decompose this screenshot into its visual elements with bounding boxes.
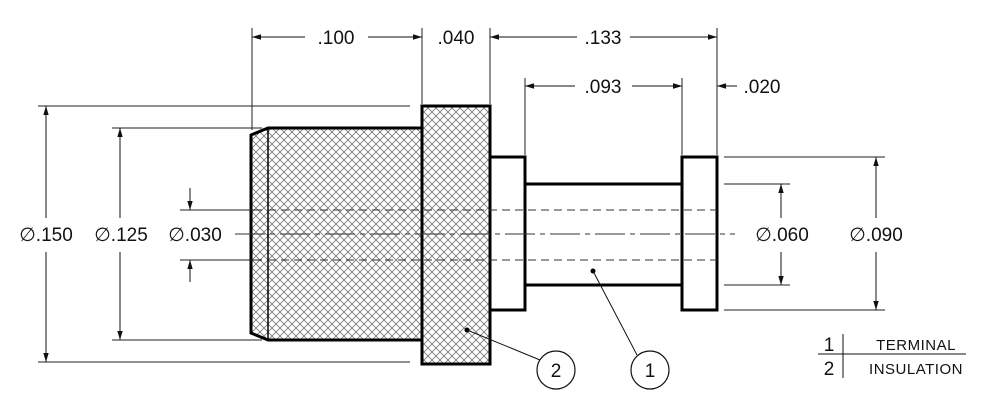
balloon-1-number: 1 — [645, 361, 656, 382]
balloon-2: 2 — [464, 327, 576, 390]
parts-row-1-name: TERMINAL — [876, 337, 956, 354]
dimension-lines — [43, 34, 879, 362]
dim-133-label: .133 — [585, 28, 622, 49]
dia-030-label: ∅.030 — [168, 225, 222, 246]
dim-040-label: .040 — [438, 28, 475, 49]
part-insulation — [249, 104, 492, 366]
extension-lines — [38, 28, 885, 363]
dia-125-label: ∅.125 — [94, 225, 148, 246]
parts-row-1-num: 1 — [824, 335, 835, 356]
balloon-2-number: 2 — [551, 361, 562, 382]
insulation-flange — [420, 104, 492, 366]
dim-020-label: .020 — [744, 77, 781, 98]
dim-093-label: .093 — [585, 77, 622, 98]
parts-table: 1 TERMINAL 2 INSULATION — [818, 334, 966, 380]
hidden-lines — [268, 209, 717, 261]
dia-150-label: ∅.150 — [19, 225, 73, 246]
dia-090-label: ∅.090 — [849, 225, 903, 246]
balloon-1: 1 — [590, 268, 670, 390]
parts-row-2-name: INSULATION — [869, 361, 963, 378]
parts-row-2-num: 2 — [824, 359, 835, 380]
dim-100-label: .100 — [318, 28, 355, 49]
dia-060-label: ∅.060 — [755, 225, 809, 246]
